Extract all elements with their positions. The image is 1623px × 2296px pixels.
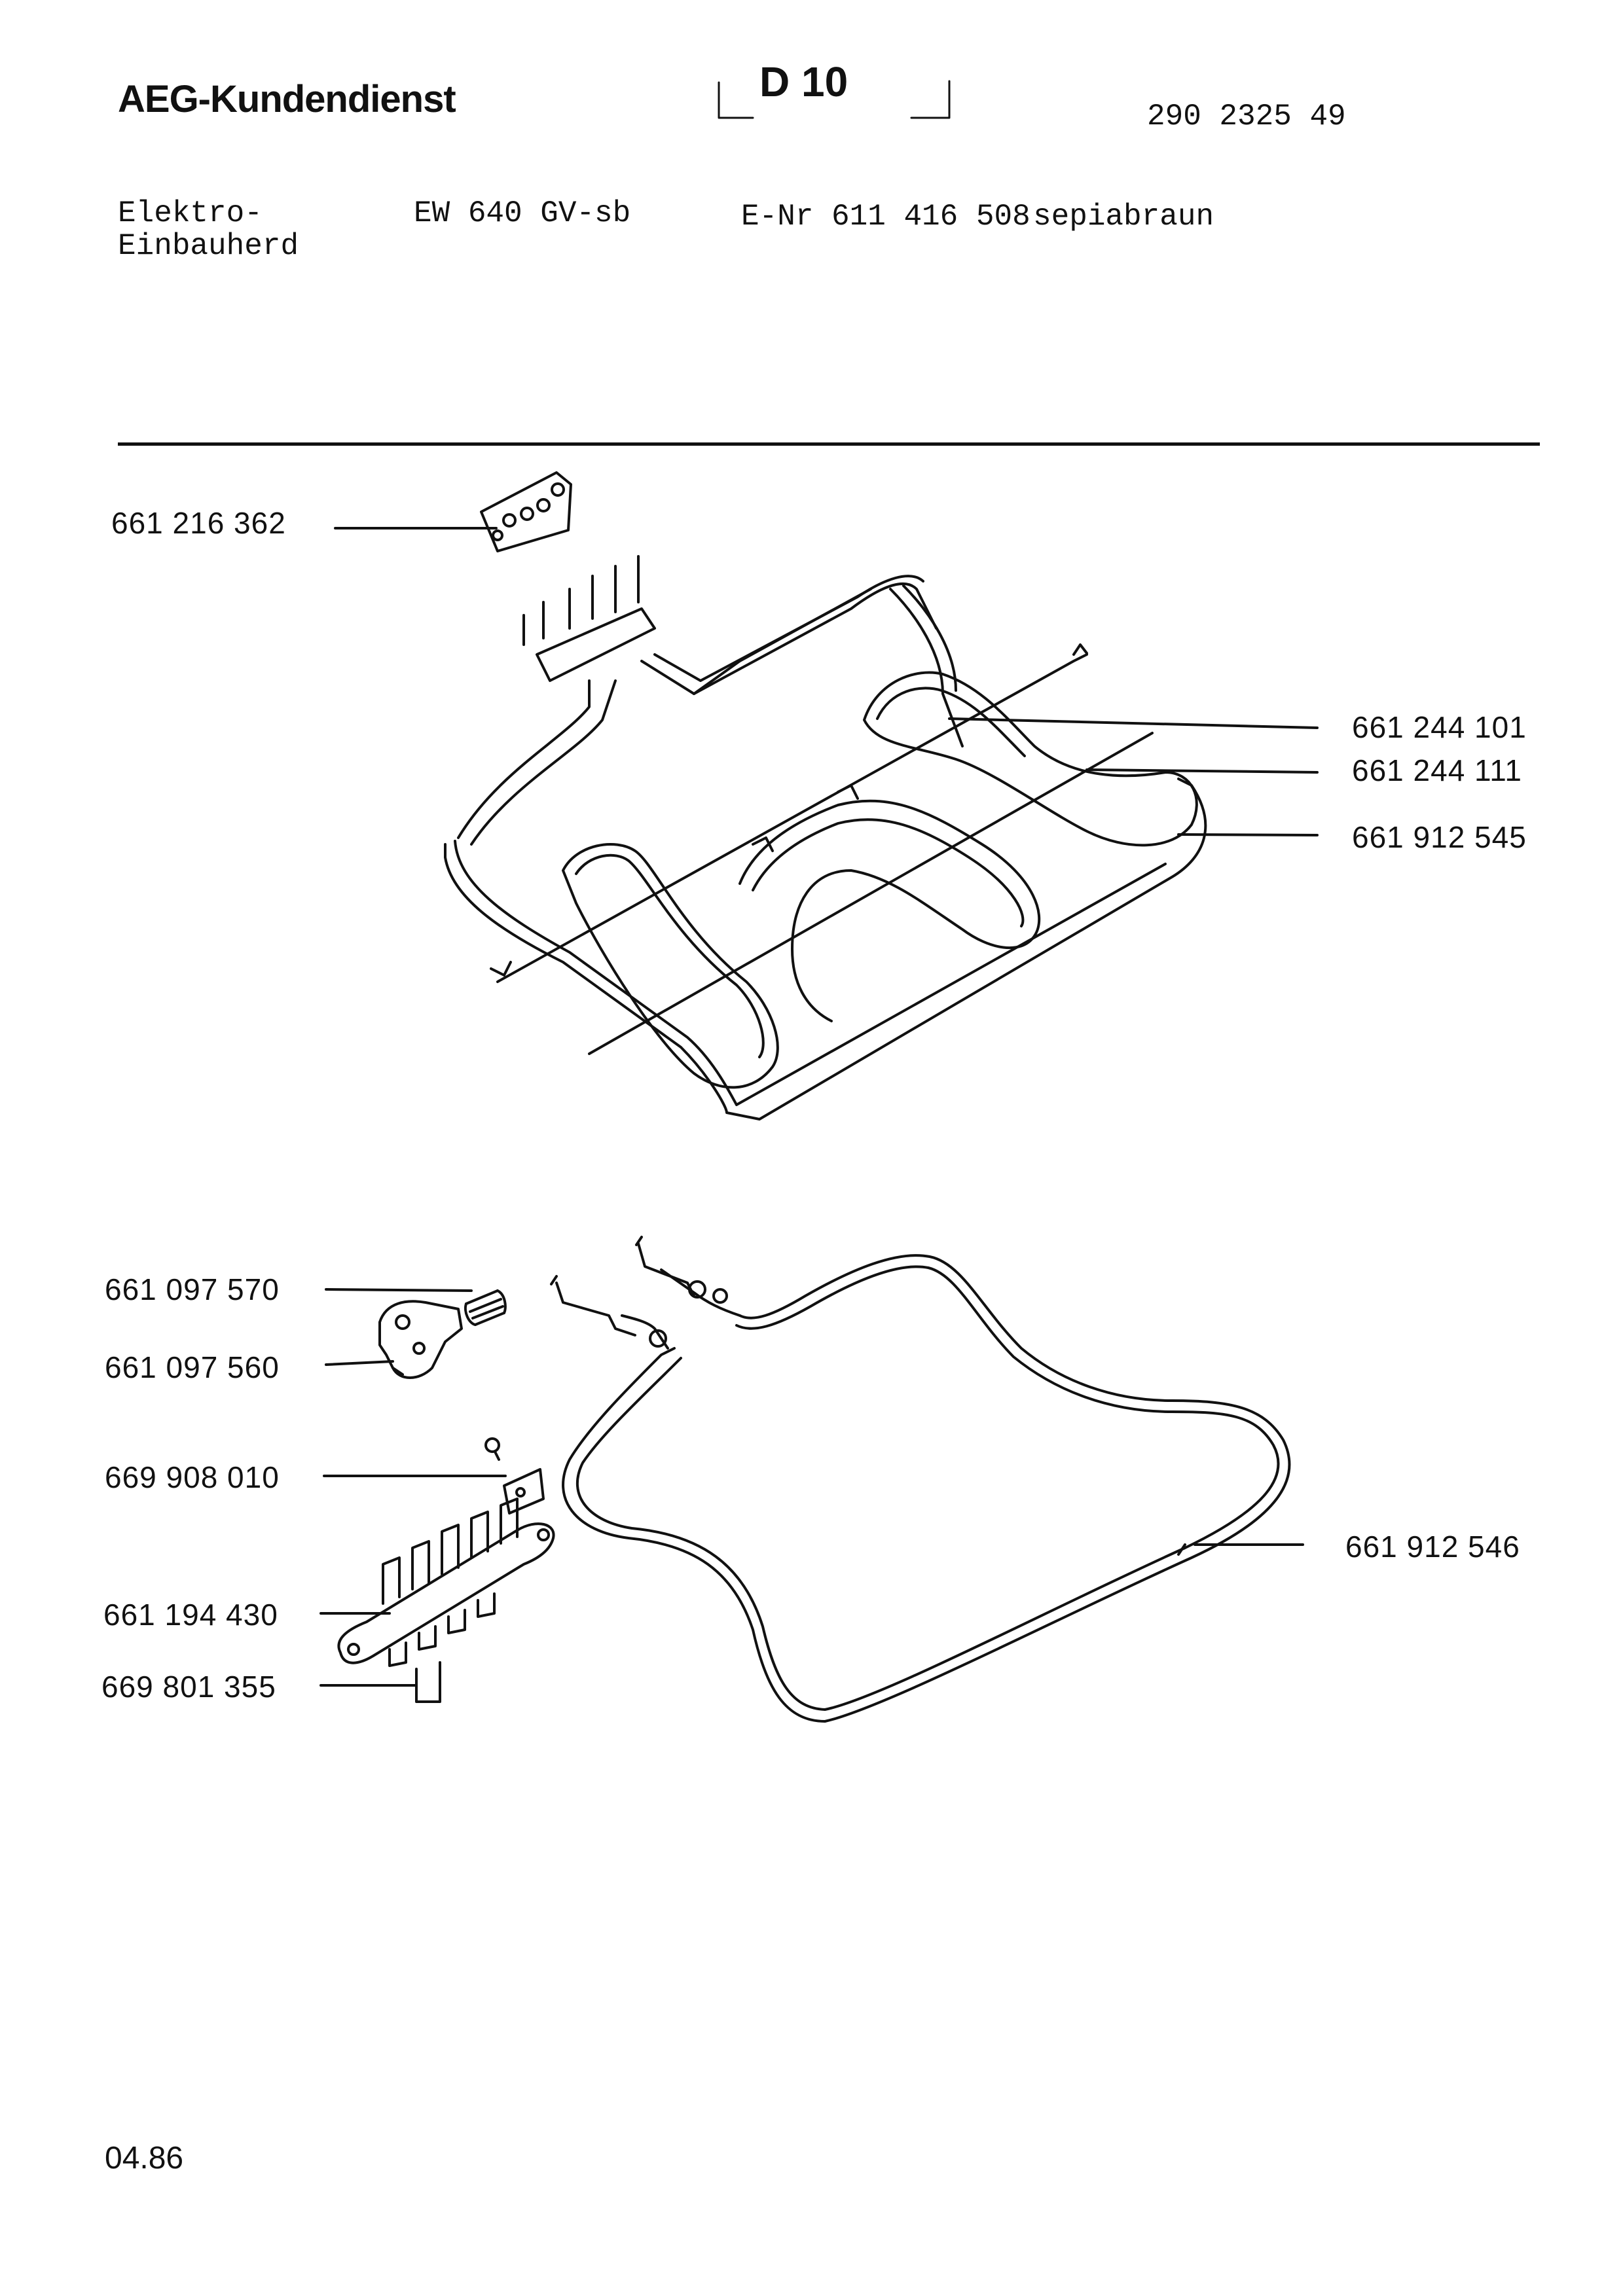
- part-label: 661 912 545: [1352, 820, 1527, 854]
- sheet-code: D 10: [759, 58, 848, 105]
- terminal-cover-drawing: [480, 471, 572, 552]
- part-label: 661 097 560: [105, 1350, 280, 1384]
- part-label: 661 244 111: [1352, 753, 1522, 787]
- part-label: 661 216 362: [111, 506, 286, 540]
- appliance-color: sepiabraun: [1033, 200, 1214, 234]
- part-label: 661 912 546: [1345, 1530, 1520, 1564]
- holder-drawing: [378, 1300, 463, 1379]
- part-label: 669 801 355: [101, 1670, 276, 1704]
- header-divider: [118, 442, 1540, 446]
- part-label: 661 097 570: [105, 1272, 280, 1306]
- spring-drawing: [464, 1289, 507, 1326]
- document-number: 290 2325 49: [1147, 99, 1346, 134]
- clip-drawing: [415, 1661, 441, 1703]
- appliance-e-nr: E-Nr 611 416 508: [741, 200, 1030, 234]
- issue-date: 04.86: [105, 2141, 184, 2176]
- appliance-type-line2: Einbauherd: [118, 229, 299, 263]
- sheet-code-bracket: [718, 80, 951, 119]
- part-label: 661 244 101: [1352, 710, 1527, 744]
- leader-lines: [319, 527, 1319, 1687]
- brand-title: AEG-Kundendienst: [118, 78, 456, 120]
- appliance-type-line1: Elektro-: [118, 196, 263, 230]
- part-label: 669 908 010: [105, 1460, 280, 1494]
- part-label: 661 194 430: [103, 1598, 278, 1632]
- appliance-model: EW 640 GV-sb: [414, 196, 631, 230]
- top-element-drawing: [444, 555, 1207, 1121]
- terminal-block-drawing: [337, 1498, 555, 1667]
- bottom-element-drawing: [550, 1236, 1291, 1723]
